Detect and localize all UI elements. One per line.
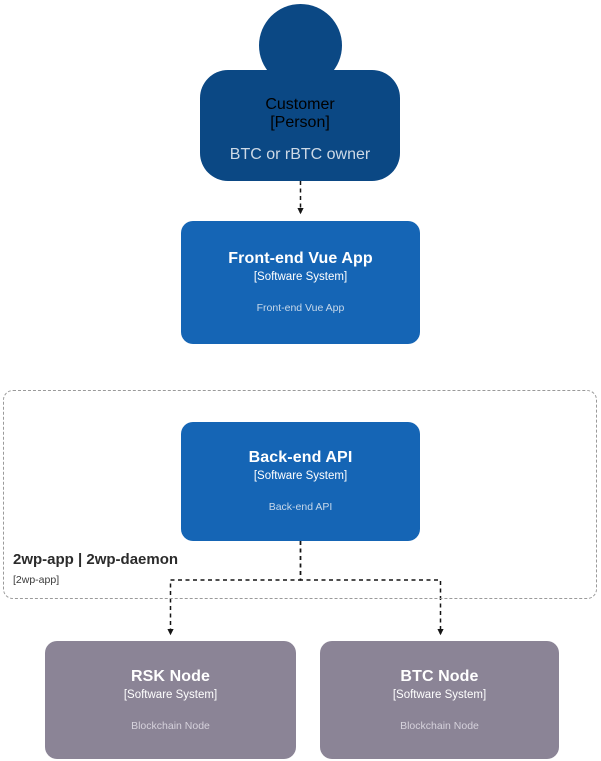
node-rsk-title: RSK Node: [130, 667, 211, 685]
node-customer-title: Customer: [265, 96, 335, 113]
node-frontend-type: [Software System]: [253, 271, 348, 284]
node-frontend-description: Front-end Vue App: [256, 302, 345, 315]
node-frontend-title: Front-end Vue App: [228, 250, 373, 268]
boundary-title: 2wp-app | 2wp-daemon: [13, 551, 179, 568]
node-rsk-type: [Software System]: [123, 688, 218, 701]
node-backend-title: Back-end API: [248, 449, 353, 467]
node-rsk-description: Blockchain Node: [131, 719, 210, 732]
node-customer-type: [Person]: [270, 114, 330, 131]
node-backend-api[interactable]: Back-end API [Software System] Back-end …: [181, 422, 420, 541]
node-customer[interactable]: Customer [Person] BTC or rBTC owner: [200, 4, 400, 181]
node-rsk-node[interactable]: RSK Node [Software System] Blockchain No…: [45, 641, 296, 759]
node-customer-description: BTC or rBTC owner: [229, 146, 371, 163]
node-btc-type: [Software System]: [392, 688, 487, 701]
node-btc-title: BTC Node: [400, 667, 479, 685]
node-btc-description: Blockchain Node: [400, 719, 479, 732]
node-btc-node[interactable]: BTC Node [Software System] Blockchain No…: [320, 641, 559, 759]
node-backend-description: Back-end API: [268, 501, 333, 514]
boundary-2wp-app: 2wp-app | 2wp-daemon [2wp-app]: [3, 390, 597, 599]
boundary-type-label: [2wp-app]: [13, 574, 60, 586]
node-frontend-vue-app[interactable]: Front-end Vue App [Software System] Fron…: [181, 221, 420, 344]
person-body: Customer [Person] BTC or rBTC owner: [200, 70, 400, 181]
node-backend-type: [Software System]: [253, 470, 348, 483]
